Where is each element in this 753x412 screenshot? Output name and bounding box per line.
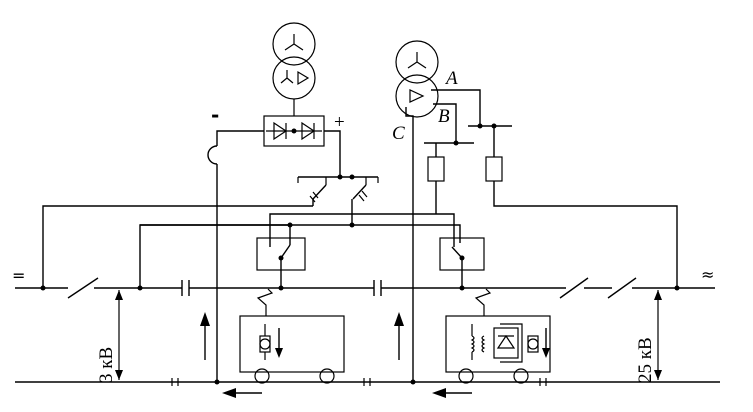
dc-feeder-middle	[139, 224, 291, 288]
voltage-label-ac: 25 кВ	[635, 337, 656, 383]
dc-locomotive	[239, 288, 345, 384]
ac-current-symbol: ≈	[701, 265, 714, 284]
phase-b-label: B	[438, 106, 450, 127]
rectifier-bridge	[263, 99, 325, 147]
dc-substation-transformer	[272, 22, 316, 100]
section-switch-right	[439, 237, 485, 288]
phase-a-label: A	[444, 68, 458, 89]
voltage-dim-dc	[115, 290, 123, 380]
negative-feeder	[207, 130, 264, 385]
ac-feeder-breakers	[427, 126, 678, 288]
dc-current-symbol: =	[12, 266, 25, 285]
ac-substation-transformer	[395, 40, 439, 118]
ac-three-phase-bus	[405, 89, 512, 385]
section-switch-left	[256, 237, 306, 288]
voltage-dim-ac	[654, 290, 662, 380]
plus-sign: +	[334, 112, 345, 133]
running-rail	[15, 378, 720, 386]
phase-c-label: C	[392, 123, 405, 144]
minus-sign: -	[211, 103, 219, 127]
dc-feeder-left	[42, 205, 313, 288]
positive-bus	[297, 130, 379, 226]
contact-wire	[15, 277, 715, 299]
current-arrows	[200, 312, 472, 398]
ac-locomotive	[445, 288, 551, 384]
voltage-label-dc: 3 кВ	[96, 347, 117, 383]
